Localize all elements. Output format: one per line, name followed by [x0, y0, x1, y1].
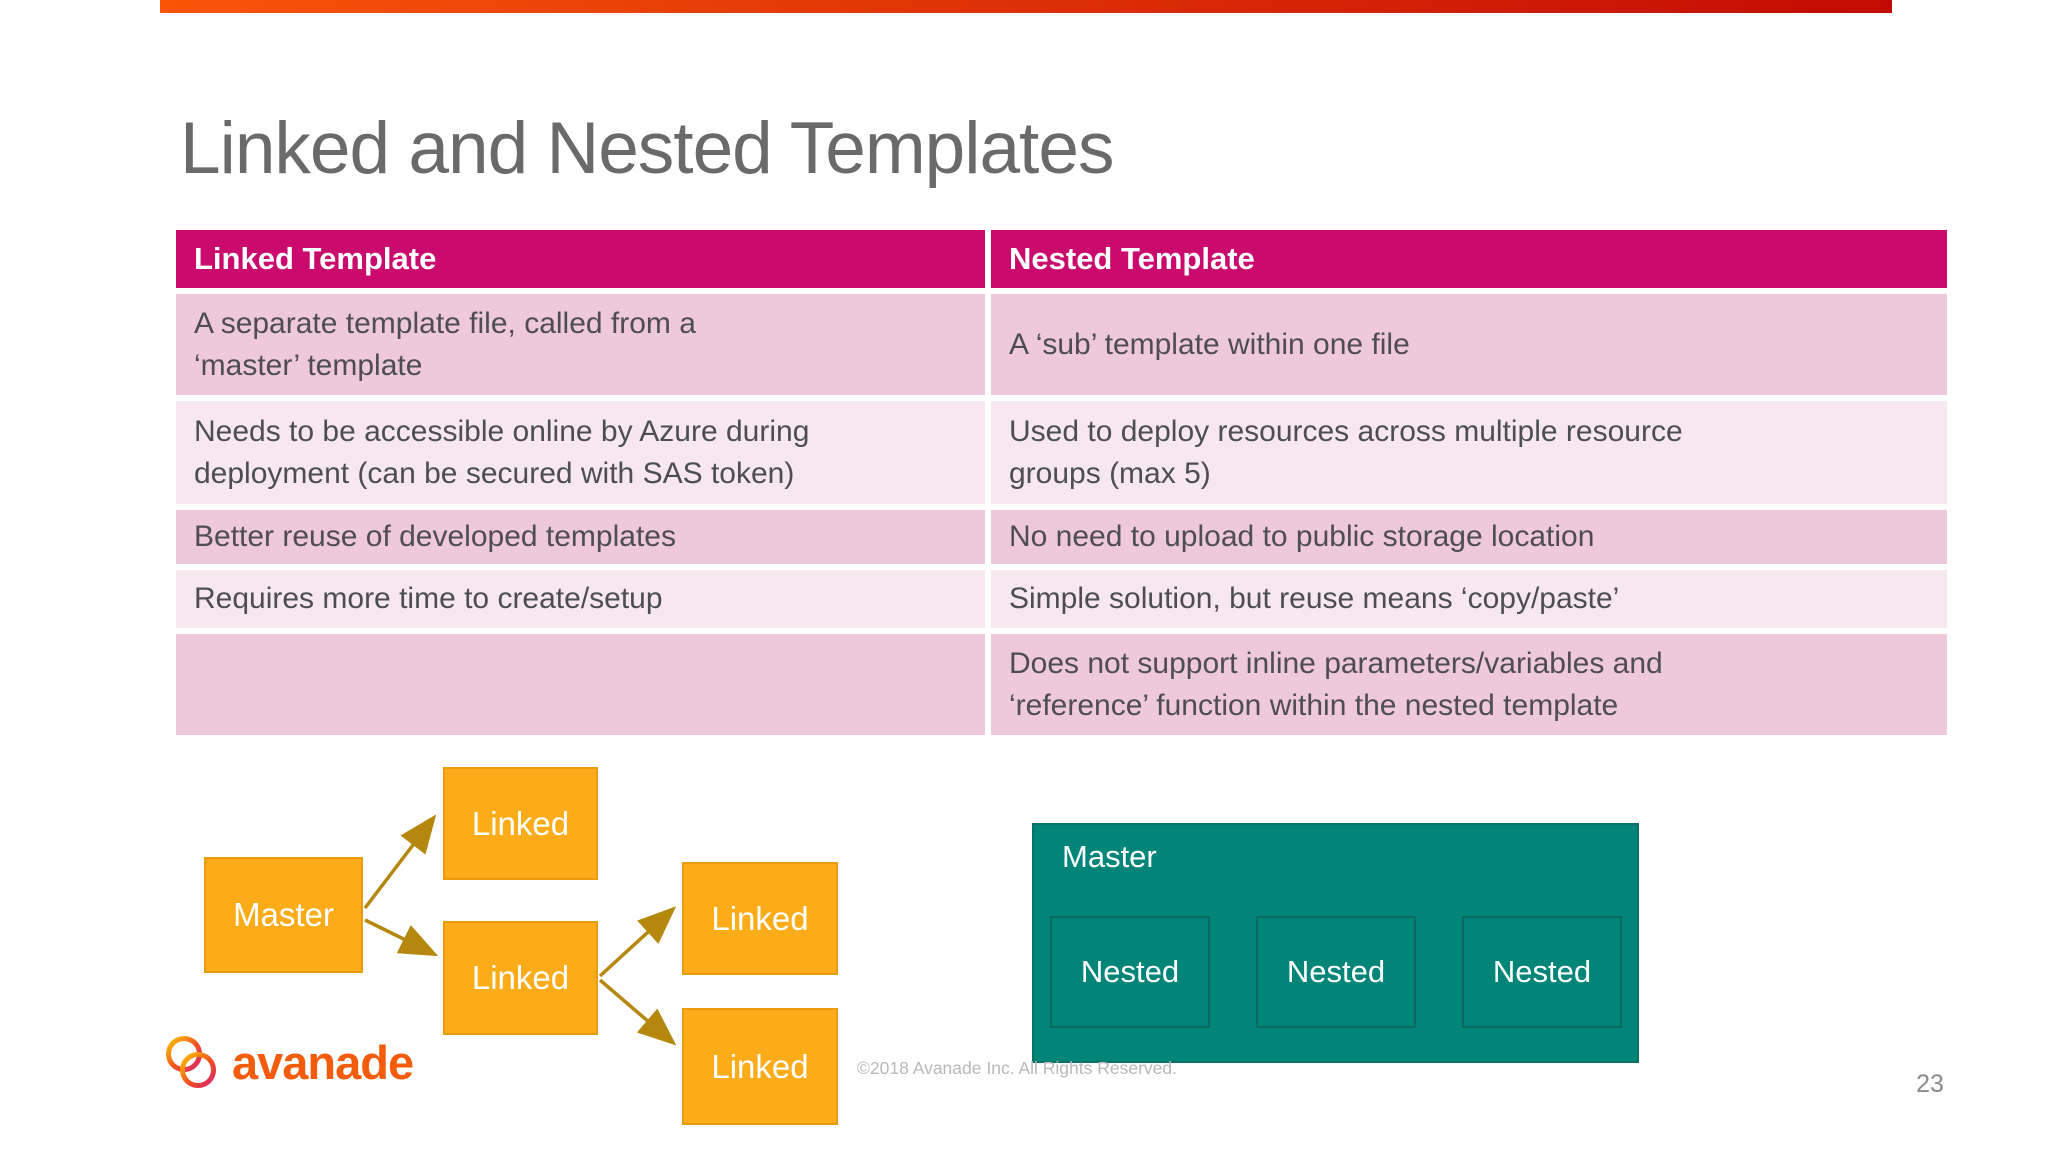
nested-box-2: Nested [1256, 916, 1416, 1028]
cell-linked-row-2: Needs to be accessible online by Azure d… [176, 401, 985, 504]
nested-box-3: Nested [1462, 916, 1622, 1028]
master-box: Master [204, 857, 363, 973]
linked-box-1: Linked [443, 767, 598, 880]
arrow-master-to-linked-1 [363, 814, 437, 910]
page-number: 23 [1916, 1070, 1944, 1098]
slide-title: Linked and Nested Templates [180, 107, 1114, 189]
table-header-nested-template: Nested Template [991, 230, 1947, 288]
arrow-linked2-to-linked-3 [598, 906, 677, 978]
table-header-linked-template: Linked Template [176, 230, 985, 288]
top-accent-bar [160, 0, 1892, 13]
cell-linked-row-1: A separate template file, called from a … [176, 294, 985, 395]
avanade-logo: avanade [160, 1030, 414, 1094]
cell-nested-row-1: A ‘sub’ template within one file [991, 294, 1947, 395]
cell-linked-row-4: Requires more time to create/setup [176, 570, 985, 628]
cell-nested-row-3: No need to upload to public storage loca… [991, 510, 1947, 564]
cell-nested-row-5: Does not support inline parameters/varia… [991, 634, 1947, 735]
arrow-master-to-linked-2 [364, 918, 439, 957]
nested-diagram-master-box: Master Nested Nested Nested [1032, 823, 1639, 1063]
cell-nested-row-2: Used to deploy resources across multiple… [991, 401, 1947, 504]
copyright-text: ©2018 Avanade Inc. All Rights Reserved. [857, 1058, 1177, 1078]
avanade-wordmark: avanade [232, 1035, 414, 1089]
cell-nested-row-4: Simple solution, but reuse means ‘copy/p… [991, 570, 1947, 628]
comparison-table: Linked Template Nested Template A separa… [176, 230, 1947, 735]
linked-box-3: Linked [682, 862, 838, 975]
cell-linked-row-5-empty [176, 634, 985, 735]
nested-box-1: Nested [1050, 916, 1210, 1028]
cell-linked-row-3: Better reuse of developed templates [176, 510, 985, 564]
linked-box-4: Linked [682, 1008, 838, 1125]
nested-master-label: Master [1062, 839, 1157, 874]
arrow-linked2-to-linked-4 [598, 978, 677, 1046]
linked-box-2: Linked [443, 921, 598, 1035]
avanade-logo-icon [166, 1036, 216, 1088]
